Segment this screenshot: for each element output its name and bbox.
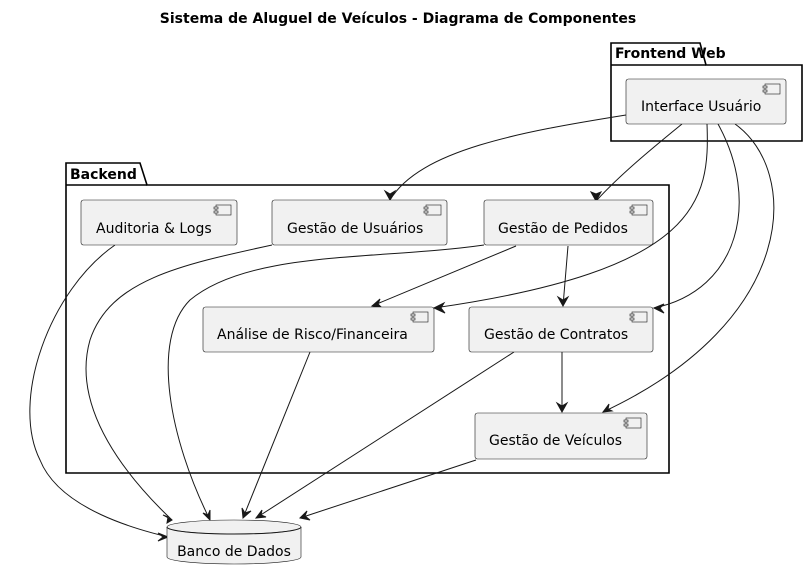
component-gestao-veiculos-label: Gestão de Veículos — [489, 433, 622, 449]
component-gestao-contratos[interactable]: Gestão de Contratos — [468, 306, 654, 353]
arrowhead-db-veiculos — [298, 510, 311, 521]
arrowhead-usuarios — [383, 189, 397, 202]
arrowhead-pedidos — [589, 191, 603, 203]
edge-auditoria-db — [29, 244, 169, 538]
edges — [29, 114, 775, 538]
edge-interface-veiculos — [602, 123, 775, 413]
component-gestao-pedidos-label: Gestão de Pedidos — [498, 221, 628, 237]
edge-veiculos-db — [299, 459, 477, 519]
arrowhead-veiculos-from-interface — [601, 403, 614, 413]
component-auditoria-logs[interactable]: Auditoria & Logs — [80, 199, 238, 246]
component-icon — [629, 204, 648, 216]
edge-interface-risco — [433, 123, 708, 309]
database-label: Banco de Dados — [177, 544, 291, 560]
package-frontend-label: Frontend Web — [615, 46, 726, 62]
diagram-title: Sistema de Aluguel de Veículos - Diagram… — [160, 11, 636, 27]
component-gestao-veiculos[interactable]: Gestão de Veículos — [474, 412, 648, 460]
component-interface-usuario[interactable]: Interface Usuário — [625, 78, 787, 125]
component-analise-risco[interactable]: Análise de Risco/Financeira — [202, 306, 435, 353]
edge-interface-contratos — [653, 123, 740, 309]
edge-interface-usuarios — [389, 114, 627, 201]
edge-usuarios-db — [85, 244, 273, 521]
component-auditoria-logs-label: Auditoria & Logs — [96, 221, 212, 237]
arrowhead-db-pedidos — [202, 509, 211, 522]
arrowhead-veiculos-from-contratos — [555, 401, 569, 414]
component-icon — [423, 204, 442, 216]
arrowhead-db-contratos — [254, 509, 267, 519]
database-banco-de-dados[interactable]: Banco de Dados — [166, 519, 302, 565]
component-icon — [762, 83, 781, 95]
component-gestao-contratos-label: Gestão de Contratos — [484, 327, 628, 343]
arrowhead-db-risco — [241, 507, 252, 520]
component-gestao-usuarios-label: Gestão de Usuários — [287, 221, 423, 237]
package-backend: Backend — [65, 162, 670, 474]
edge-risco-db — [242, 351, 311, 519]
package-backend-label: Backend — [70, 167, 137, 183]
component-icon — [410, 311, 429, 323]
arrowheads — [157, 189, 665, 542]
component-icon — [213, 204, 232, 216]
component-icon — [623, 417, 642, 429]
component-gestao-usuarios[interactable]: Gestão de Usuários — [271, 199, 448, 246]
edge-interface-pedidos — [596, 123, 683, 201]
edge-contratos-db — [255, 351, 515, 519]
edge-pedidos-contratos — [562, 245, 569, 307]
arrowhead-risco — [432, 301, 446, 314]
component-interface-usuario-label: Interface Usuário — [641, 99, 761, 115]
package-frontend: Frontend Web — [610, 42, 803, 142]
arrowhead-contratos-from-interface — [652, 303, 665, 314]
edge-pedidos-risco — [371, 245, 517, 307]
component-gestao-pedidos[interactable]: Gestão de Pedidos — [483, 199, 654, 246]
arrowhead-db-auditoria — [157, 532, 170, 542]
arrowhead-db-usuarios — [162, 514, 173, 524]
edge-pedidos-db — [167, 244, 485, 521]
component-icon — [629, 311, 648, 323]
arrowhead-contratos-from-pedidos — [556, 295, 570, 308]
component-analise-risco-label: Análise de Risco/Financeira — [217, 327, 408, 343]
